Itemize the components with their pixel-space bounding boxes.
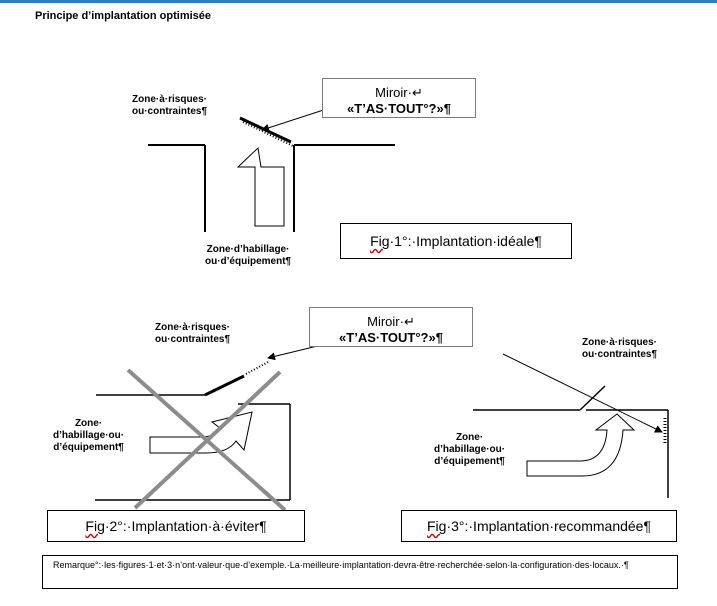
fig2-mirror-hatch: [245, 361, 269, 375]
page-title: Principe d’implantation optimisée: [35, 10, 212, 22]
fig3-drawing: [473, 353, 669, 498]
fig3-zone-risk-label: Zone·à·risques·ou·contraintes¶: [582, 337, 658, 360]
fig1-up-arrow: [236, 146, 285, 227]
fig2-caption: Fig·2°:·Implantation·à·éviter¶: [47, 510, 305, 542]
fig3-curved-arrow: [526, 413, 636, 477]
fig1-zone-equip-label: Zone·d’habillage·ou·d’équipement¶: [205, 244, 292, 267]
fig1-mirror-hatch: [242, 121, 294, 147]
fig1-caption: Fig·1°:·Implantation·idéale¶: [340, 223, 572, 259]
fig2-mirror: [204, 374, 245, 397]
fig3-zone-equip-label: Zone·d’habillage·ou·d’équipement¶: [434, 432, 506, 467]
fig3-caption: Fig·3°:·Implantation·recommandée¶: [401, 510, 677, 542]
remark-note: Remarque°:·les·figures·1·et·3·n’ont·vale…: [42, 555, 678, 589]
fig2-cross-line-2: [133, 370, 282, 510]
fig1-mirror-box: Miroir·↵ «T’AS·TOUT°?»¶: [322, 78, 476, 118]
fig2-zone-risk-label: Zone·à·risques·ou·contraintes¶: [155, 322, 231, 345]
fig1-drawing: [148, 102, 395, 232]
fig3-mirror-pointer: [502, 353, 663, 433]
fig1-zone-risk-label: Zone·à·risques·ou·contraintes¶: [132, 94, 208, 117]
top-accent-bar: [0, 0, 717, 3]
fig2-zone-equip-label: Zone·d’habillage·ou·d’équipement¶: [53, 418, 125, 453]
fig2-drawing: [95, 333, 368, 512]
fig1-mirror: [239, 116, 292, 144]
fig2-mirror-box: Miroir·↵ «T’AS·TOUT°?»¶: [309, 307, 473, 347]
